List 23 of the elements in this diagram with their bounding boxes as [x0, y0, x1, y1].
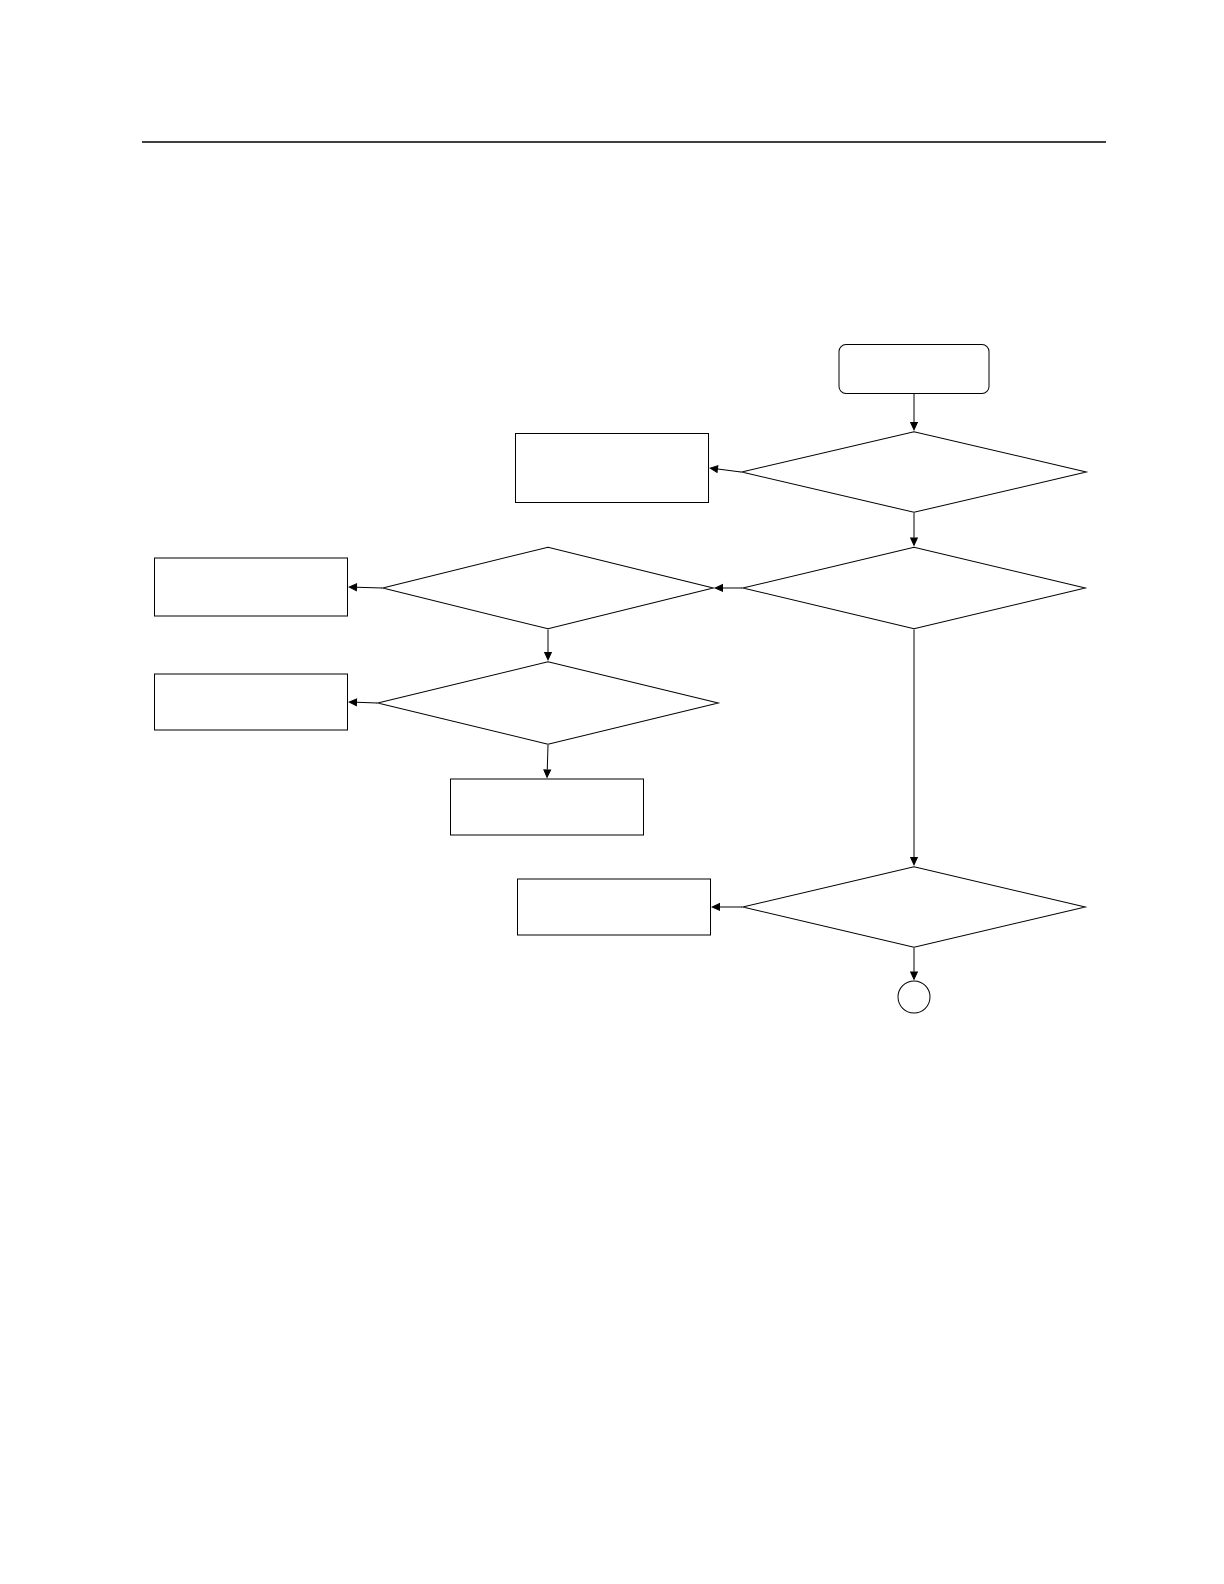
decision-diamond	[741, 431, 1087, 513]
arrow	[348, 583, 383, 592]
process-box	[515, 433, 709, 503]
process-box	[154, 673, 348, 731]
connector-circle	[897, 980, 931, 1014]
decision-diamond	[742, 866, 1086, 948]
process-box	[517, 878, 711, 936]
decision-diamond	[382, 546, 714, 630]
process-box	[450, 778, 644, 836]
arrow	[910, 393, 918, 431]
rounded-box	[838, 344, 990, 394]
arrow	[348, 698, 378, 707]
arrow	[544, 629, 552, 661]
arrow	[543, 744, 552, 778]
arrow	[711, 903, 743, 911]
arrow	[910, 629, 918, 866]
arrow	[709, 465, 742, 473]
decision-diamond	[377, 661, 719, 745]
arrow	[910, 947, 918, 980]
process-box	[154, 557, 348, 617]
decision-diamond	[742, 546, 1086, 630]
arrow	[910, 512, 918, 546]
arrow	[714, 584, 743, 592]
